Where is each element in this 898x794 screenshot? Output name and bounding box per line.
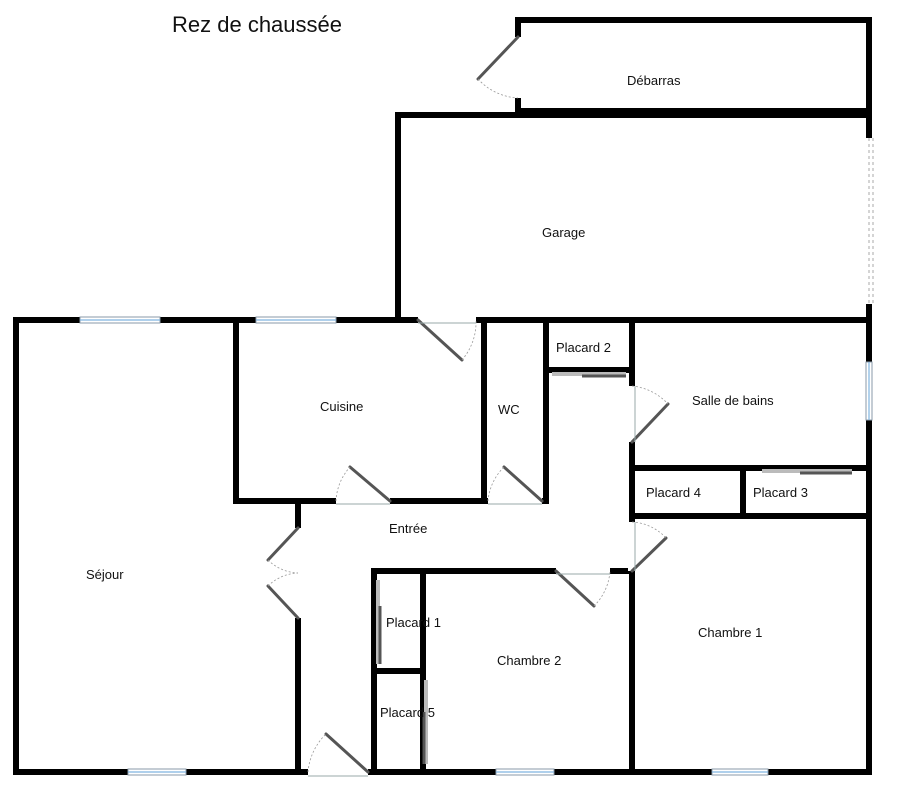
door-sejour-upper bbox=[266, 526, 300, 574]
label-chambre2: Chambre 2 bbox=[497, 653, 561, 668]
slider-placard1 bbox=[376, 580, 382, 664]
door-cuisine bbox=[335, 465, 392, 505]
window-sdb-right bbox=[865, 361, 873, 421]
window-sejour-bottom bbox=[127, 768, 187, 776]
wall-garage bbox=[395, 112, 872, 323]
garage-side-door bbox=[868, 138, 874, 304]
doors bbox=[266, 35, 670, 777]
label-placard4: Placard 4 bbox=[646, 485, 701, 500]
door-chambre2 bbox=[554, 569, 611, 608]
slider-placard2 bbox=[552, 372, 626, 378]
door-openings bbox=[294, 37, 873, 776]
label-placard3: Placard 3 bbox=[753, 485, 808, 500]
door-debarras bbox=[476, 35, 520, 99]
window-cuisine-top bbox=[255, 316, 337, 324]
slider-placard3 bbox=[762, 469, 852, 475]
wall-house-outline bbox=[13, 317, 872, 775]
door-entrance bbox=[307, 732, 370, 777]
sliding-doors bbox=[376, 372, 852, 764]
label-wc: WC bbox=[498, 402, 520, 417]
plan-title: Rez de chaussée bbox=[172, 12, 342, 37]
label-sejour: Séjour bbox=[86, 567, 124, 582]
slider-placard5 bbox=[422, 680, 428, 764]
room-labels: Débarras Garage Placard 2 Cuisine WC Sal… bbox=[86, 73, 808, 720]
label-placard1: Placard 1 bbox=[386, 615, 441, 630]
windows bbox=[79, 316, 873, 776]
label-debarras: Débarras bbox=[627, 73, 681, 88]
label-garage: Garage bbox=[542, 225, 585, 240]
wall-debarras bbox=[515, 17, 872, 114]
label-cuisine: Cuisine bbox=[320, 399, 363, 414]
door-sejour-lower bbox=[266, 572, 300, 620]
door-wc bbox=[487, 465, 544, 505]
window-chambre1-bottom bbox=[711, 768, 769, 776]
label-chambre1: Chambre 1 bbox=[698, 625, 762, 640]
label-placard2: Placard 2 bbox=[556, 340, 611, 355]
label-entree: Entrée bbox=[389, 521, 427, 536]
door-salle-de-bains bbox=[630, 385, 670, 444]
label-salle-de-bains: Salle de bains bbox=[692, 393, 774, 408]
door-chambre1 bbox=[630, 521, 668, 573]
door-garage bbox=[416, 318, 477, 362]
window-sejour-top bbox=[79, 316, 161, 324]
label-placard5: Placard 5 bbox=[380, 705, 435, 720]
window-chambre2-bottom bbox=[495, 768, 555, 776]
